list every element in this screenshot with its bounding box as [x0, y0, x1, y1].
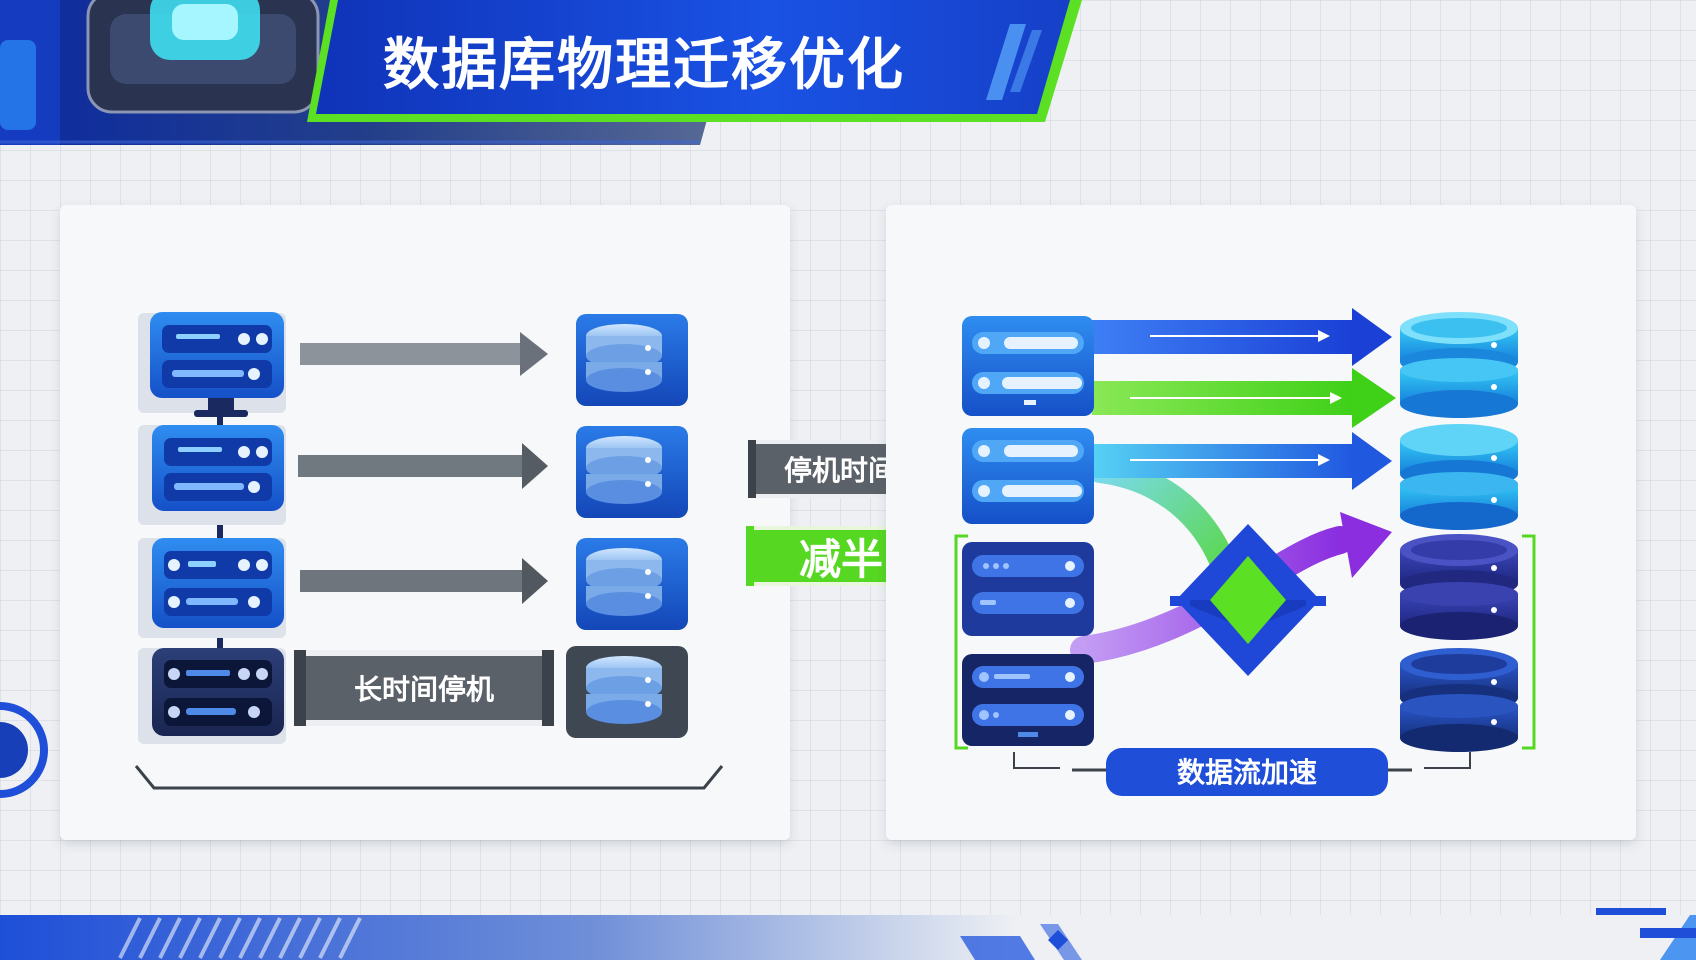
target-db-cylinder-3 — [1400, 534, 1518, 640]
target-db-cylinder-4 — [1400, 648, 1518, 752]
page-title: 数据库物理迁移优化 — [383, 33, 905, 98]
long-downtime-block: 长时间停机 — [294, 650, 554, 726]
target-db-1 — [576, 314, 688, 406]
source-server-4 — [138, 648, 286, 744]
source-server-2 — [138, 425, 286, 525]
migration-arrows-slow — [298, 332, 548, 604]
fast-server-1 — [962, 316, 1094, 416]
footer-decoration — [0, 908, 1696, 960]
green-arrow — [1092, 368, 1396, 428]
blue-arrow — [1092, 308, 1392, 366]
cyan-arrow — [1092, 432, 1392, 490]
source-server-1 — [138, 312, 286, 417]
accelerate-pill: 数据流加速 — [1106, 748, 1388, 796]
accelerate-label: 数据流加速 — [1177, 756, 1317, 789]
target-db-cylinder-2 — [1400, 424, 1518, 530]
left-diagram: 长时间停机 — [134, 312, 724, 790]
long-downtime-label: 长时间停机 — [354, 673, 494, 706]
fast-server-2 — [962, 428, 1094, 524]
downtime-tag-label: 停机时间 — [784, 454, 896, 487]
target-db-3 — [576, 538, 688, 630]
fast-server-4 — [962, 654, 1094, 746]
title-banner: 数据库物理迁移优化 — [307, 0, 1082, 122]
source-server-3 — [138, 538, 286, 638]
halved-tag-label: 减半 — [799, 535, 883, 584]
left-edge-ring-decoration — [0, 702, 48, 798]
target-db-2 — [576, 426, 688, 518]
target-db-cylinder-1 — [1400, 312, 1518, 418]
fast-server-3 — [962, 542, 1094, 636]
right-diagram: 数据流加速 — [954, 308, 1536, 796]
accelerator-node-icon — [1170, 524, 1326, 676]
target-db-4 — [566, 646, 688, 738]
